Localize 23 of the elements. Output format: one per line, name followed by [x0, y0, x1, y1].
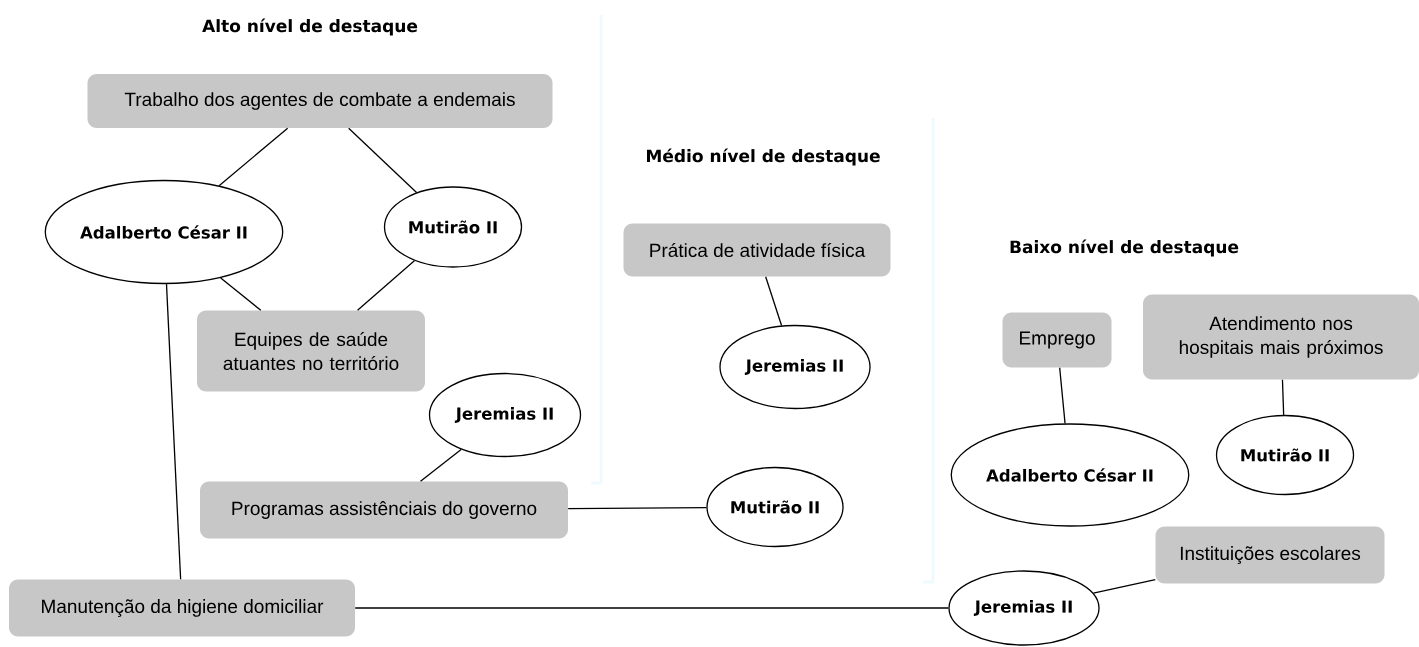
topic-box: Manutenção da higiene domiciliar [9, 579, 355, 637]
connector-line [1281, 379, 1285, 416]
section-heading: Alto nível de destaque [202, 18, 418, 36]
section-heading: Baixo nível de destaque [1010, 239, 1239, 257]
connector-line [567, 506, 707, 510]
connector-line [354, 607, 949, 609]
connector-line [1059, 367, 1066, 425]
connector-line [419, 448, 462, 482]
topic-box: Trabalho dos agentes de combate a endemais [87, 74, 553, 128]
topic-box: Programas assistênciais do governo [200, 481, 568, 539]
connector-line [348, 127, 418, 194]
section-heading: Médio nível de destaque [647, 148, 880, 166]
connector-line [1092, 579, 1156, 594]
topic-box: Emprego [1002, 312, 1112, 368]
topic-box: Instituições escolares [1155, 526, 1385, 584]
connector-line [218, 127, 289, 187]
topic-box: Equipes de saúde atuantes no território [197, 310, 425, 392]
connector-line [220, 277, 262, 311]
topic-box: Prática de atividade física [623, 223, 891, 277]
connector-line [356, 260, 416, 311]
topic-box: Atendimento nos hospitais mais próximos [1143, 294, 1419, 380]
connector-line [765, 276, 783, 327]
connector-line [165, 283, 182, 580]
